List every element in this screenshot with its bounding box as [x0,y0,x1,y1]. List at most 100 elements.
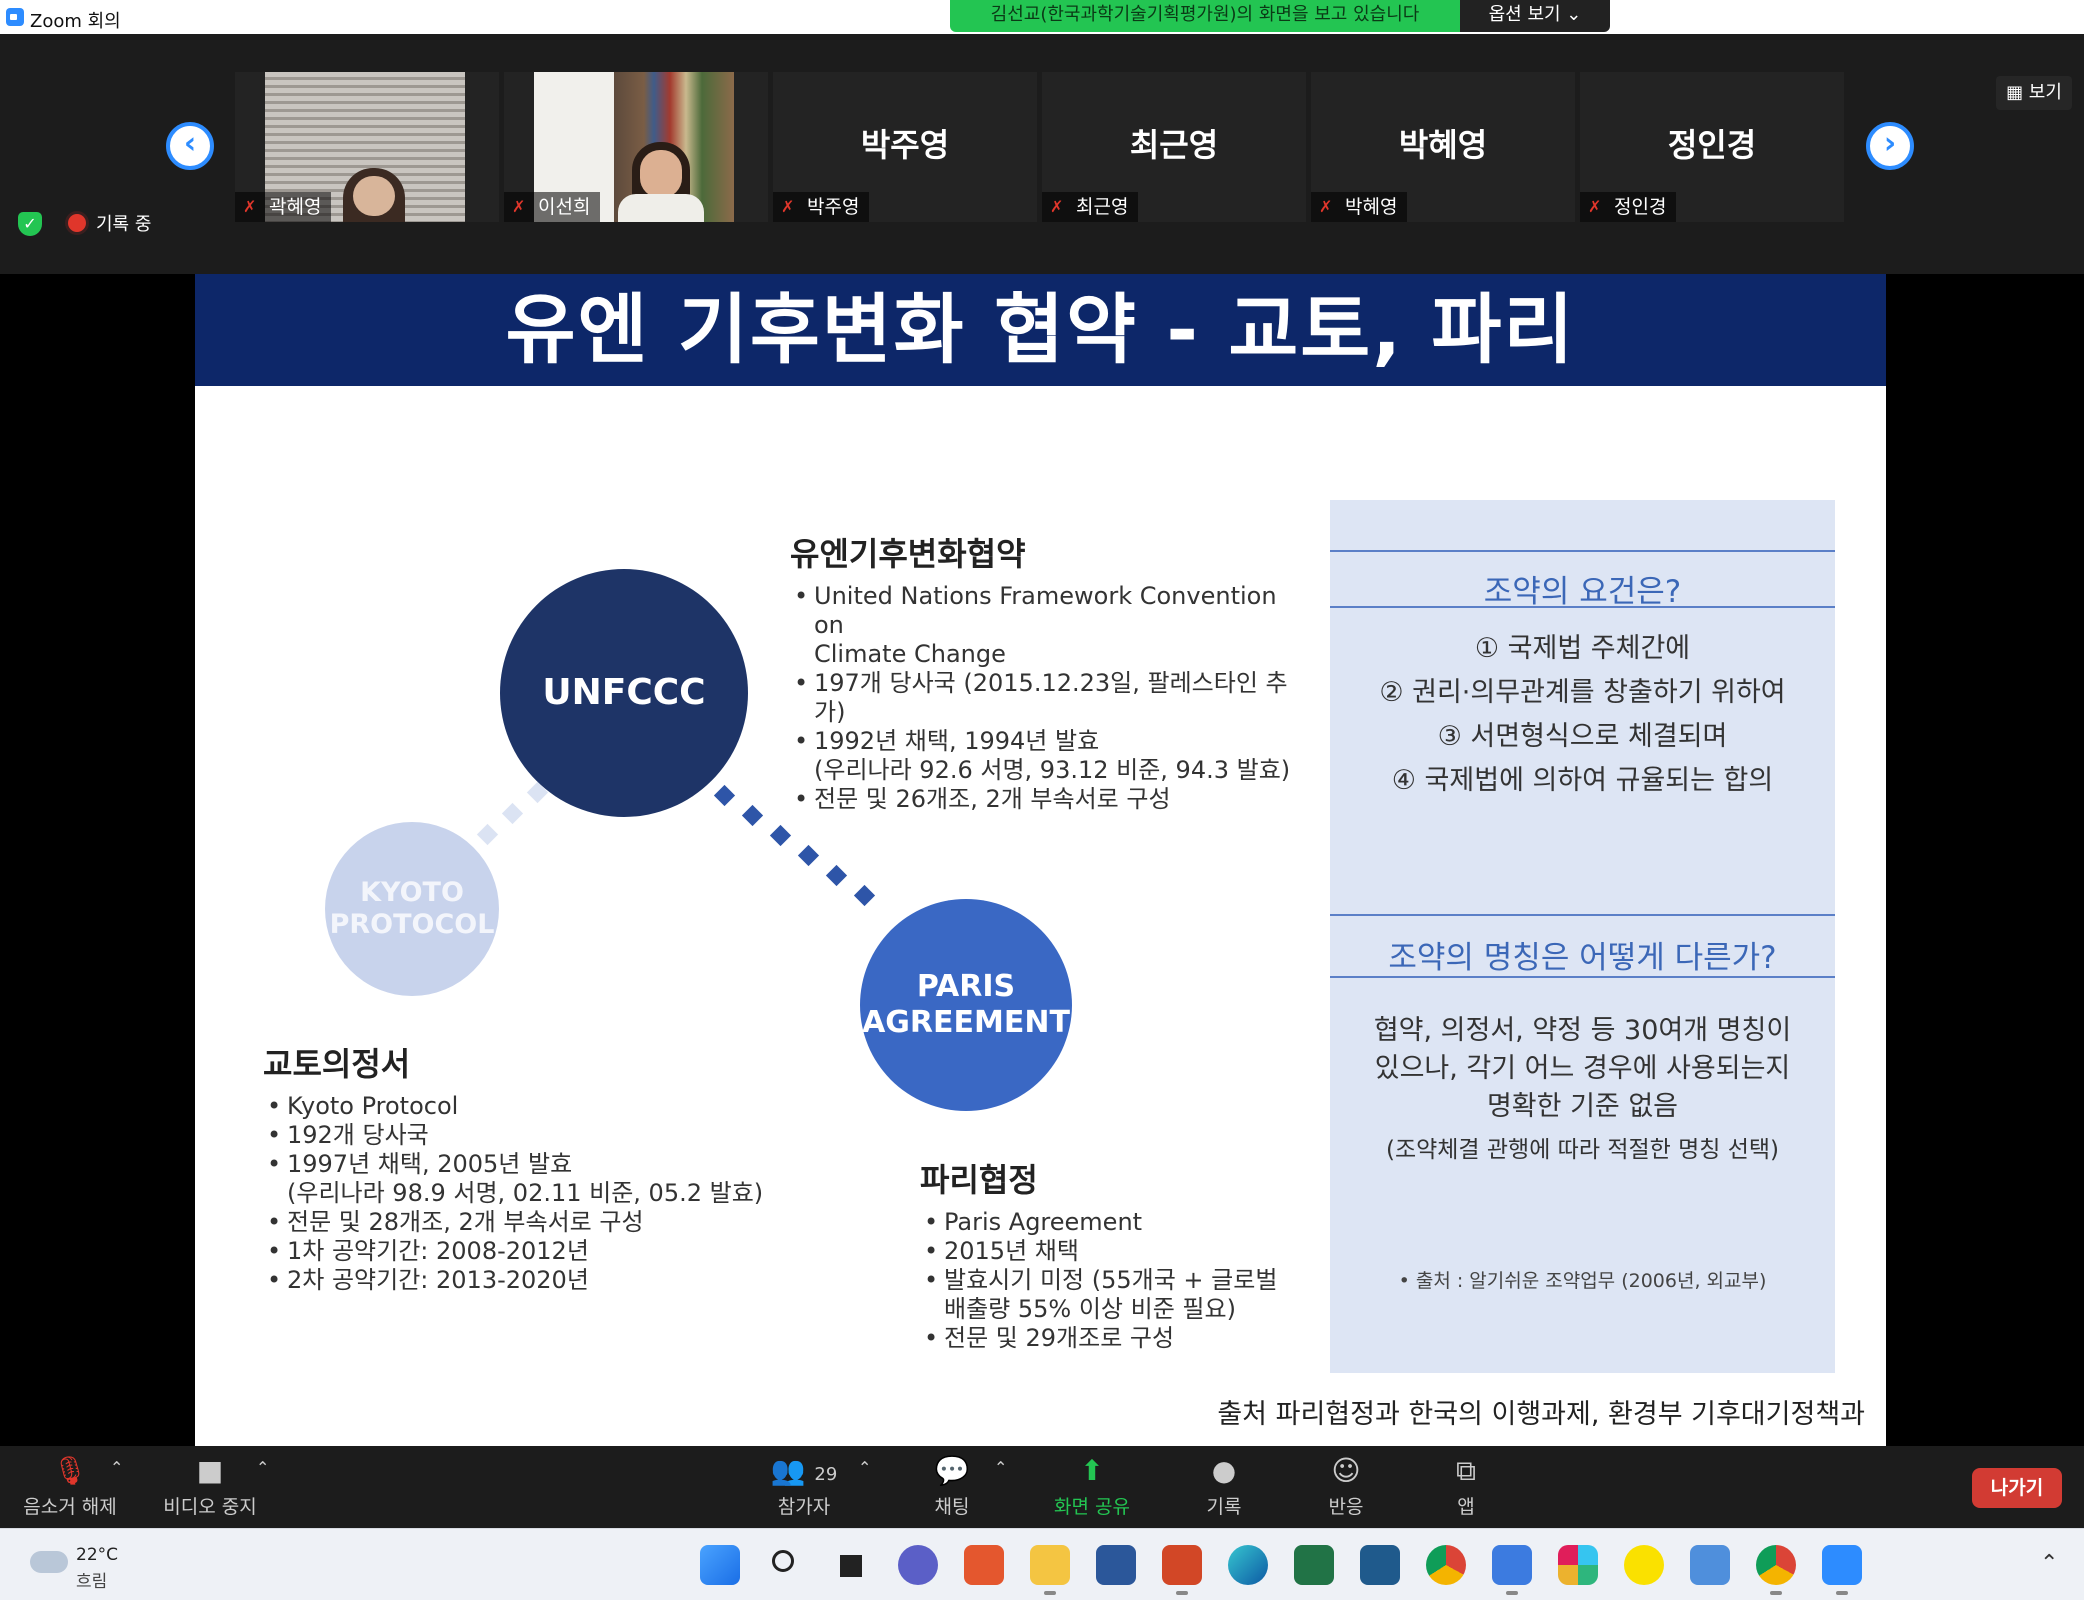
teams-chat-icon[interactable] [898,1545,938,1585]
chevron-up-icon[interactable]: ⌃ [110,1458,124,1477]
screen-share-banner: 김선교(한국과학기술기획평가원)의 화면을 보고 있습니다 [950,0,1460,32]
stop-video-button[interactable]: ■ 비디오 중지 [158,1456,262,1519]
divider [1330,914,1835,916]
connector-dot [769,824,792,847]
connector-dot [501,802,524,825]
list-item: 197개 당사국 (2015.12.23일, 팔레스타인 추가) [790,669,1310,727]
app-store-icon[interactable] [1360,1545,1400,1585]
chrome-profile-icon[interactable] [1756,1545,1796,1595]
box-source-note: • 출처 : 알기쉬운 조약업무 (2006년, 외교부) [1398,1270,1767,1292]
excel-icon[interactable] [1294,1545,1334,1585]
list-item: 전문 및 26개조, 2개 부속서로 구성 [790,785,1310,814]
kyoto-heading: 교토의정서 [263,1045,411,1083]
connector-dot [797,844,820,867]
windows-taskbar: 22°C 흐림 ⌃ [0,1528,2084,1600]
participant-tile[interactable]: 박주영 ✗ 박주영 [773,72,1037,222]
participant-name-label: ✗ 최근영 [1042,192,1139,222]
treaty-requirements-heading: 조약의 요건은? [1483,574,1682,610]
notepad-icon[interactable] [1690,1545,1730,1585]
participant-name-label: ✗ 정인경 [1580,192,1677,222]
reactions-button[interactable]: ☺ 반응 [1294,1456,1398,1519]
chat-button[interactable]: 💬 채팅 [900,1456,1004,1519]
file-explorer-icon[interactable] [1030,1545,1070,1595]
requirement-item: ④ 국제법에 의하여 규율되는 합의 [1391,765,1774,796]
naming-note: (조약체결 관행에 따라 적절한 명칭 선택) [1385,1137,1780,1163]
share-screen-icon: ⬆ [1080,1454,1104,1487]
office-icon[interactable] [964,1545,1004,1585]
naming-text: 협약, 의정서, 약정 등 30여개 명칭이 [1373,1015,1792,1046]
naming-text: 있으나, 각기 어느 경우에 사용되는지 [1374,1053,1791,1084]
chevron-up-icon[interactable]: ⌃ [994,1458,1008,1477]
list-item: 발효시기 미정 (55개국 + 글로벌 [920,1266,1300,1295]
participant-tile[interactable]: ✗ 이선희 [504,72,768,222]
apps-button[interactable]: ⧉ 앱 [1414,1456,1518,1519]
slide-source: 출처 파리협정과 한국의 이행과제, 환경부 기후대기정책과 [1217,1399,1865,1430]
list-item: 배출량 55% 이상 비준 필요) [944,1295,1236,1323]
unmute-button[interactable]: 🎙 음소거 해제 [18,1456,122,1519]
unfccc-heading: 유엔기후변화협약 [790,535,1026,573]
participant-tile[interactable]: 정인경 ✗ 정인경 [1580,72,1844,222]
list-item: (우리나라 98.9 서명, 02.11 비준, 05.2 발효) [287,1179,764,1207]
grid-icon: ▦ [2006,82,2029,103]
slack-icon[interactable] [1558,1545,1598,1585]
view-options-button[interactable]: 옵션 보기 ⌄ [1460,0,1610,32]
participant-display-name: 박주영 [860,126,950,164]
leave-button[interactable]: 나가기 [1972,1468,2062,1508]
zoom-icon[interactable] [1822,1545,1862,1595]
connector-dot [853,884,876,907]
chevron-up-icon[interactable]: ⌃ [858,1458,872,1477]
list-item: United Nations Framework Convention on [790,582,1310,640]
meeting-controls: 🎙 음소거 해제 ⌃ ■ 비디오 중지 ⌃ 👥 29 참가자 ⌃ 💬 채팅 ⌃ … [0,1446,2084,1528]
word-icon[interactable] [1096,1545,1136,1585]
snipping-tool-icon[interactable] [1492,1545,1532,1595]
mic-muted-icon: ✗ [781,197,795,216]
weather-temperature: 22°C [76,1545,119,1565]
mic-muted-icon: ✗ [243,197,257,216]
list-item: 1차 공약기간: 2008-2012년 [263,1237,783,1266]
participants-icon: 👥 29 [770,1454,838,1487]
video-camera-icon: ■ [196,1454,224,1487]
mic-muted-icon: ✗ [512,197,526,216]
participant-tile[interactable]: 박혜영 ✗ 박혜영 [1311,72,1575,222]
mic-muted-icon: ✗ [1588,197,1602,216]
zoom-app-icon [6,8,24,26]
share-screen-button[interactable]: ⬆ 화면 공유 [1040,1456,1144,1519]
kakaotalk-icon[interactable] [1624,1545,1664,1585]
edge-icon[interactable] [1228,1545,1268,1585]
smiley-icon: ☺ [1331,1454,1361,1487]
participant-name-label: ✗ 이선희 [504,192,601,222]
search-icon[interactable] [766,1545,806,1585]
list-item: 1992년 채택, 1994년 발효 [790,727,1310,756]
weather-widget[interactable]: 22°C 흐림 [30,1543,140,1592]
chevron-up-icon[interactable]: ⌃ [2040,1551,2059,1576]
weather-condition: 흐림 [76,1572,108,1592]
kyoto-protocol-circle: KYOTO PROTOCOL [325,822,499,996]
chevron-right-icon[interactable]: › [1866,122,1914,170]
windows-start-icon[interactable] [700,1545,740,1585]
chevron-left-icon[interactable]: ‹ [166,122,214,170]
treaty-naming-heading: 조약의 명칭은 어떻게 다른가? [1388,940,1777,976]
list-item: 1997년 채택, 2005년 발효 [263,1150,783,1179]
participant-display-name: 정인경 [1667,126,1757,164]
list-item: Climate Change [814,640,1006,668]
chrome-icon[interactable] [1426,1545,1466,1585]
list-item: 2015년 채택 [920,1237,1300,1266]
powerpoint-icon[interactable] [1162,1545,1202,1595]
recording-icon [68,214,86,232]
participants-button[interactable]: 👥 29 참가자 [752,1456,856,1519]
participant-display-name: 박혜영 [1398,126,1488,164]
record-button[interactable]: ● 기록 [1172,1456,1276,1519]
unfccc-text-block: 유엔기후변화협약 United Nations Framework Conven… [790,536,1310,814]
shield-icon[interactable]: ✓ [18,212,42,236]
mic-muted-icon: ✗ [1319,197,1333,216]
participant-tile[interactable]: ✗ 곽혜영 [235,72,499,222]
participant-tile[interactable]: 최근영 ✗ 최근영 [1042,72,1306,222]
unfccc-circle: UNFCCC [500,569,748,817]
participant-display-name: 최근영 [1129,126,1219,164]
participants-strip: ‹ ✗ 곽혜영 ✗ 이선희 박주영 ✗ 박주영 최근영 ✗ [0,34,2084,274]
connector-dot [713,784,736,807]
task-view-icon[interactable] [832,1545,872,1585]
naming-text: 명확한 기준 없음 [1486,1091,1679,1122]
view-layout-button[interactable]: ▦ 보기 [1996,76,2072,110]
chevron-up-icon[interactable]: ⌃ [256,1458,270,1477]
